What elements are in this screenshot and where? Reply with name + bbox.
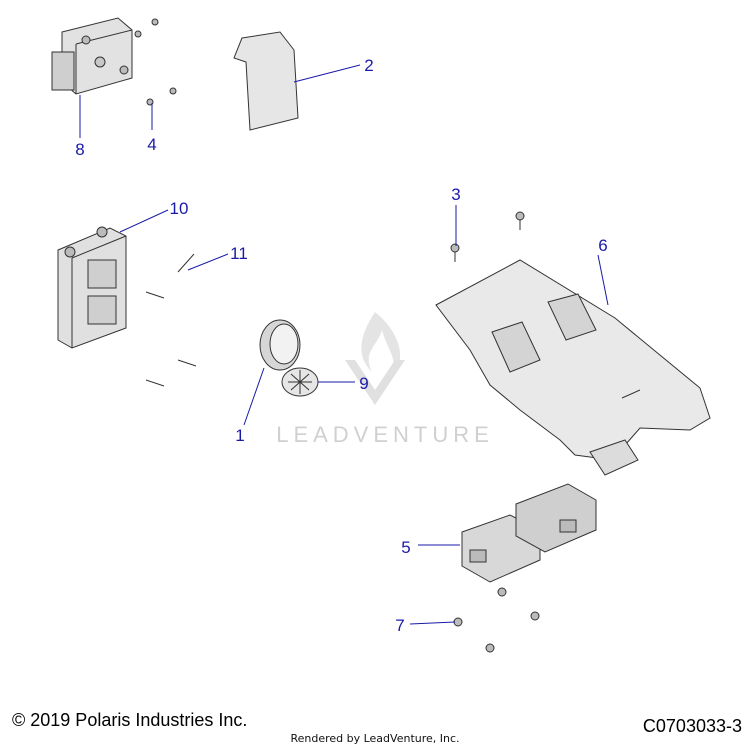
callout-6: 6 — [598, 236, 607, 255]
part-8-module-assembly — [51, 17, 133, 95]
callout-3: 3 — [451, 185, 460, 204]
watermark-flame-icon — [361, 312, 401, 378]
part-10-ecu — [57, 226, 127, 349]
rendered-by-text: Rendered by LeadVenture, Inc. — [290, 732, 460, 745]
copyright-text: © 2019 Polaris Industries Inc. — [12, 710, 248, 730]
part-2-bracket — [233, 31, 299, 131]
watermark-v-icon — [345, 360, 405, 405]
callout-4: 4 — [147, 135, 156, 154]
part-11-bolts — [145, 253, 197, 387]
part-6-mounting-plate — [435, 259, 711, 476]
callout-1: 1 — [235, 426, 244, 445]
part-7-screws — [453, 587, 540, 653]
callout-5: 5 — [401, 538, 410, 557]
callout-11: 11 — [230, 244, 248, 263]
callout-9: 9 — [359, 374, 368, 393]
callout-7: 7 — [395, 616, 404, 635]
leadventure-watermark: LEADVENTURE — [276, 312, 494, 447]
callout-2: 2 — [364, 56, 373, 75]
part-4-screws — [134, 18, 177, 106]
callout-10: 10 — [170, 199, 189, 218]
part-9-split-grommet — [281, 367, 319, 397]
leader-lines — [79, 64, 609, 625]
callout-8: 8 — [75, 140, 84, 159]
diagram-code: C0703033-3 — [642, 716, 742, 736]
part-1-grommet — [259, 319, 301, 371]
part-5-modules — [461, 483, 597, 583]
watermark-text: LEADVENTURE — [276, 422, 494, 447]
part-3-screws — [450, 211, 525, 262]
